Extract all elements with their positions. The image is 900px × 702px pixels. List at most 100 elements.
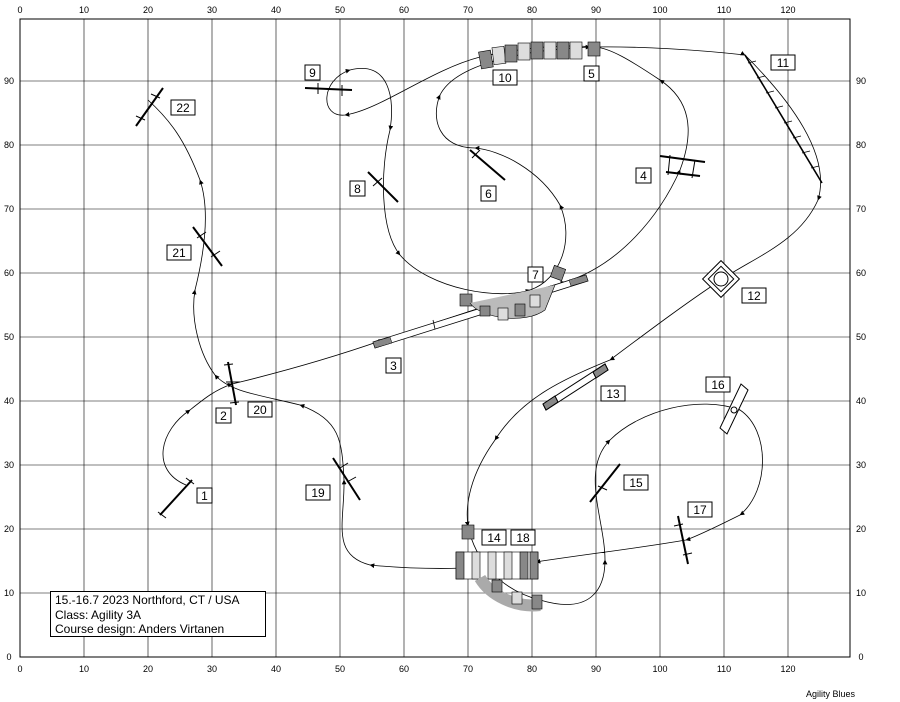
course-designer: Course design: Anders Virtanen <box>55 622 225 636</box>
x-tick-label: 10 <box>79 5 89 15</box>
x-tick-label: 60 <box>399 664 409 674</box>
obstacle-number-7: 7 <box>527 266 544 283</box>
obstacle-number-8: 8 <box>349 180 366 197</box>
jump-4 <box>659 154 706 179</box>
y-tick-label: 40 <box>4 396 14 406</box>
x-axis-bottom: 0 10 20 30 40 50 60 70 80 90 100 110 120 <box>17 664 795 674</box>
x-tick-label: 100 <box>652 5 667 15</box>
y-axis-right: 0 10 20 30 40 50 60 70 80 90 <box>856 76 866 662</box>
tunnel-5-10 <box>478 41 601 70</box>
y-tick-label: 50 <box>856 332 866 342</box>
jump-22 <box>135 87 164 127</box>
svg-text:14: 14 <box>487 531 501 545</box>
y-tick-label: 30 <box>856 460 866 470</box>
jump-9 <box>304 83 353 96</box>
y-tick-label: 90 <box>4 76 14 86</box>
x-tick-label: 20 <box>143 664 153 674</box>
svg-text:11: 11 <box>777 56 790 70</box>
obstacle-number-21: 21 <box>166 244 192 261</box>
svg-text:10: 10 <box>498 71 512 85</box>
y-tick-label: 40 <box>856 396 866 406</box>
y-tick-label: 20 <box>856 524 866 534</box>
software-credit: Agility Blues <box>806 689 856 699</box>
obstacle-number-18: 18 <box>510 529 536 546</box>
y-tick-label: 20 <box>4 524 14 534</box>
y-tick-label: 10 <box>4 588 14 598</box>
svg-text:5: 5 <box>588 67 595 81</box>
x-tick-label: 0 <box>17 664 22 674</box>
svg-text:20: 20 <box>253 403 267 417</box>
obstacle-number-6: 6 <box>480 185 497 202</box>
y-tick-label: 70 <box>856 204 866 214</box>
obstacle-number-11: 11 <box>770 54 796 71</box>
svg-text:3: 3 <box>390 359 397 373</box>
obstacle-number-14: 14 <box>481 529 507 546</box>
obstacle-number-5: 5 <box>583 65 600 82</box>
y-tick-label: 0 <box>858 652 863 662</box>
x-tick-label: 90 <box>591 5 601 15</box>
svg-text:13: 13 <box>606 387 620 401</box>
y-tick-label: 80 <box>856 140 866 150</box>
svg-text:6: 6 <box>485 187 492 201</box>
svg-text:8: 8 <box>354 182 361 196</box>
svg-text:12: 12 <box>747 289 761 303</box>
x-tick-label: 30 <box>207 664 217 674</box>
jump-19 <box>332 457 361 501</box>
obstacle-number-17: 17 <box>687 501 713 518</box>
x-tick-label: 110 <box>717 5 731 15</box>
obstacle-number-2: 2 <box>215 407 232 424</box>
jump-2 <box>223 361 240 406</box>
svg-text:16: 16 <box>711 378 725 392</box>
x-tick-label: 70 <box>463 664 473 674</box>
svg-text:2: 2 <box>220 409 227 423</box>
y-tick-label: 90 <box>856 76 866 86</box>
weave-11 <box>744 54 823 184</box>
y-tick-label: 80 <box>4 140 14 150</box>
y-tick-label: 60 <box>856 268 866 278</box>
table-12 <box>701 259 741 299</box>
class-label: Class: Agility 3A <box>55 607 142 622</box>
x-tick-label: 80 <box>527 5 537 15</box>
y-tick-label: 10 <box>856 588 866 598</box>
x-tick-label: 120 <box>780 5 795 15</box>
y-tick-label: 50 <box>4 332 14 342</box>
obstacle-number-13: 13 <box>600 385 626 402</box>
jump-21 <box>192 226 223 267</box>
jump-17 <box>673 515 693 565</box>
event-date-location: 15.-16.7 2023 Northford, CT / USA <box>55 593 240 607</box>
obstacle-number-12: 12 <box>741 287 767 304</box>
svg-text:18: 18 <box>516 531 530 545</box>
obstacle-number-20: 20 <box>247 401 273 418</box>
svg-text:17: 17 <box>693 503 707 517</box>
obstacle-number-19: 19 <box>305 484 331 501</box>
svg-text:21: 21 <box>172 246 186 260</box>
svg-text:7: 7 <box>532 268 539 282</box>
y-tick-label: 60 <box>4 268 14 278</box>
y-tick-label: 0 <box>6 652 11 662</box>
x-tick-label: 70 <box>463 5 473 15</box>
x-tick-label: 40 <box>271 5 281 15</box>
tunnel-14-18 <box>455 524 543 612</box>
tire-16 <box>719 383 749 435</box>
x-tick-label: 30 <box>207 5 217 15</box>
obstacle-number-15: 15 <box>623 474 649 491</box>
svg-text:1: 1 <box>201 489 208 503</box>
jump-15 <box>589 463 621 503</box>
obstacle-number-3: 3 <box>385 357 402 374</box>
jump-6 <box>469 149 506 181</box>
obstacle-number-4: 4 <box>635 167 652 184</box>
obstacle-number-10: 10 <box>492 69 518 86</box>
y-tick-label: 30 <box>4 460 14 470</box>
x-tick-label: 50 <box>335 664 345 674</box>
course-info-box: 15.-16.7 2023 Northford, CT / USA Class:… <box>50 591 266 637</box>
x-tick-label: 80 <box>527 664 537 674</box>
obstacle-number-22: 22 <box>170 99 196 116</box>
svg-text:22: 22 <box>176 101 190 115</box>
y-axis-left: 0 10 20 30 40 50 60 70 80 90 <box>4 76 14 662</box>
x-tick-label: 20 <box>143 5 153 15</box>
obstacle-number-1: 1 <box>196 487 213 504</box>
svg-text:9: 9 <box>309 66 316 80</box>
x-axis-top: 0 10 20 30 40 50 60 70 80 90 100 110 120 <box>17 5 795 15</box>
jump-8 <box>367 171 399 203</box>
y-tick-label: 70 <box>4 204 14 214</box>
